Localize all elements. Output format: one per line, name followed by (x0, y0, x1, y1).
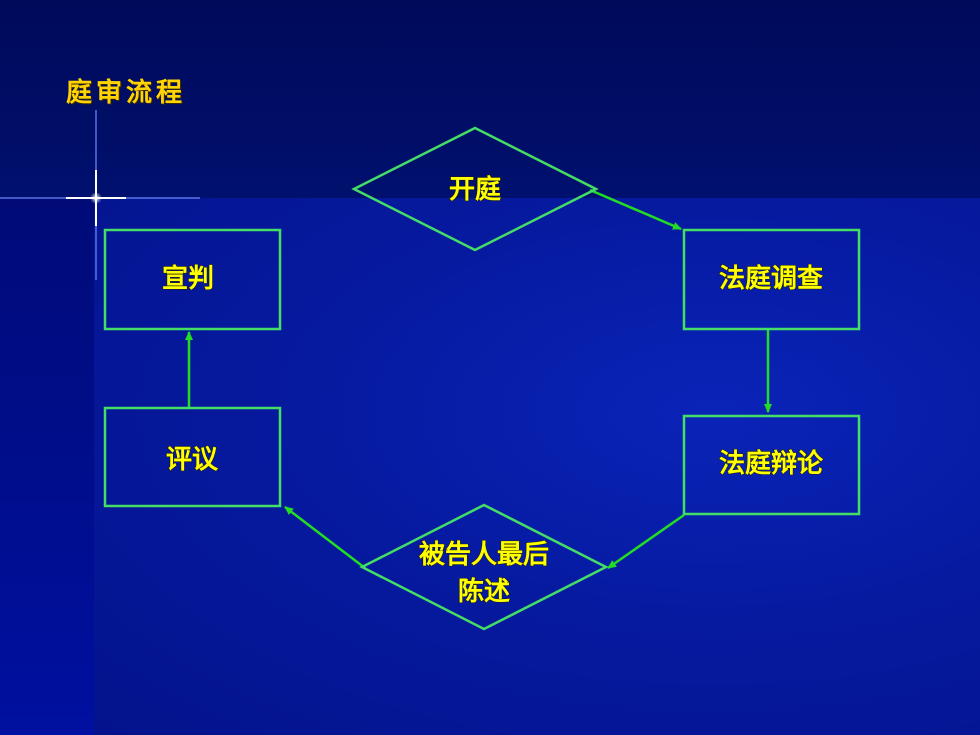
background-main-panel (94, 198, 980, 735)
arrow-final-statement-to-deliberation (284, 506, 366, 569)
node-verdict-label: 宣判 (162, 263, 214, 294)
node-court-investigation-label: 法庭调查 (719, 263, 823, 294)
background-top-band (0, 0, 980, 198)
node-deliberation: 评议 (103, 406, 282, 508)
node-final-statement-label-line1: 被告人最后 (419, 540, 549, 570)
node-court-debate: 法庭辩论 (682, 414, 861, 516)
node-final-statement: 被告人最后 陈述 (359, 503, 609, 631)
background-left-band (0, 198, 94, 735)
page-title: 庭审流程 (66, 78, 187, 108)
node-open-court: 开庭 (351, 126, 599, 252)
node-court-investigation: 法庭调查 (682, 228, 861, 331)
sparkle-star-icon (0, 110, 200, 280)
node-deliberation-label: 评议 (166, 445, 219, 475)
arrow-debate-to-final-statement (607, 513, 685, 570)
node-final-statement-label-line2: 陈述 (458, 576, 510, 607)
node-court-debate-label: 法庭辩论 (719, 448, 824, 479)
node-verdict: 宣判 (103, 228, 282, 331)
arrow-open-to-investigation (589, 188, 682, 231)
node-open-court-label: 开庭 (449, 174, 501, 205)
